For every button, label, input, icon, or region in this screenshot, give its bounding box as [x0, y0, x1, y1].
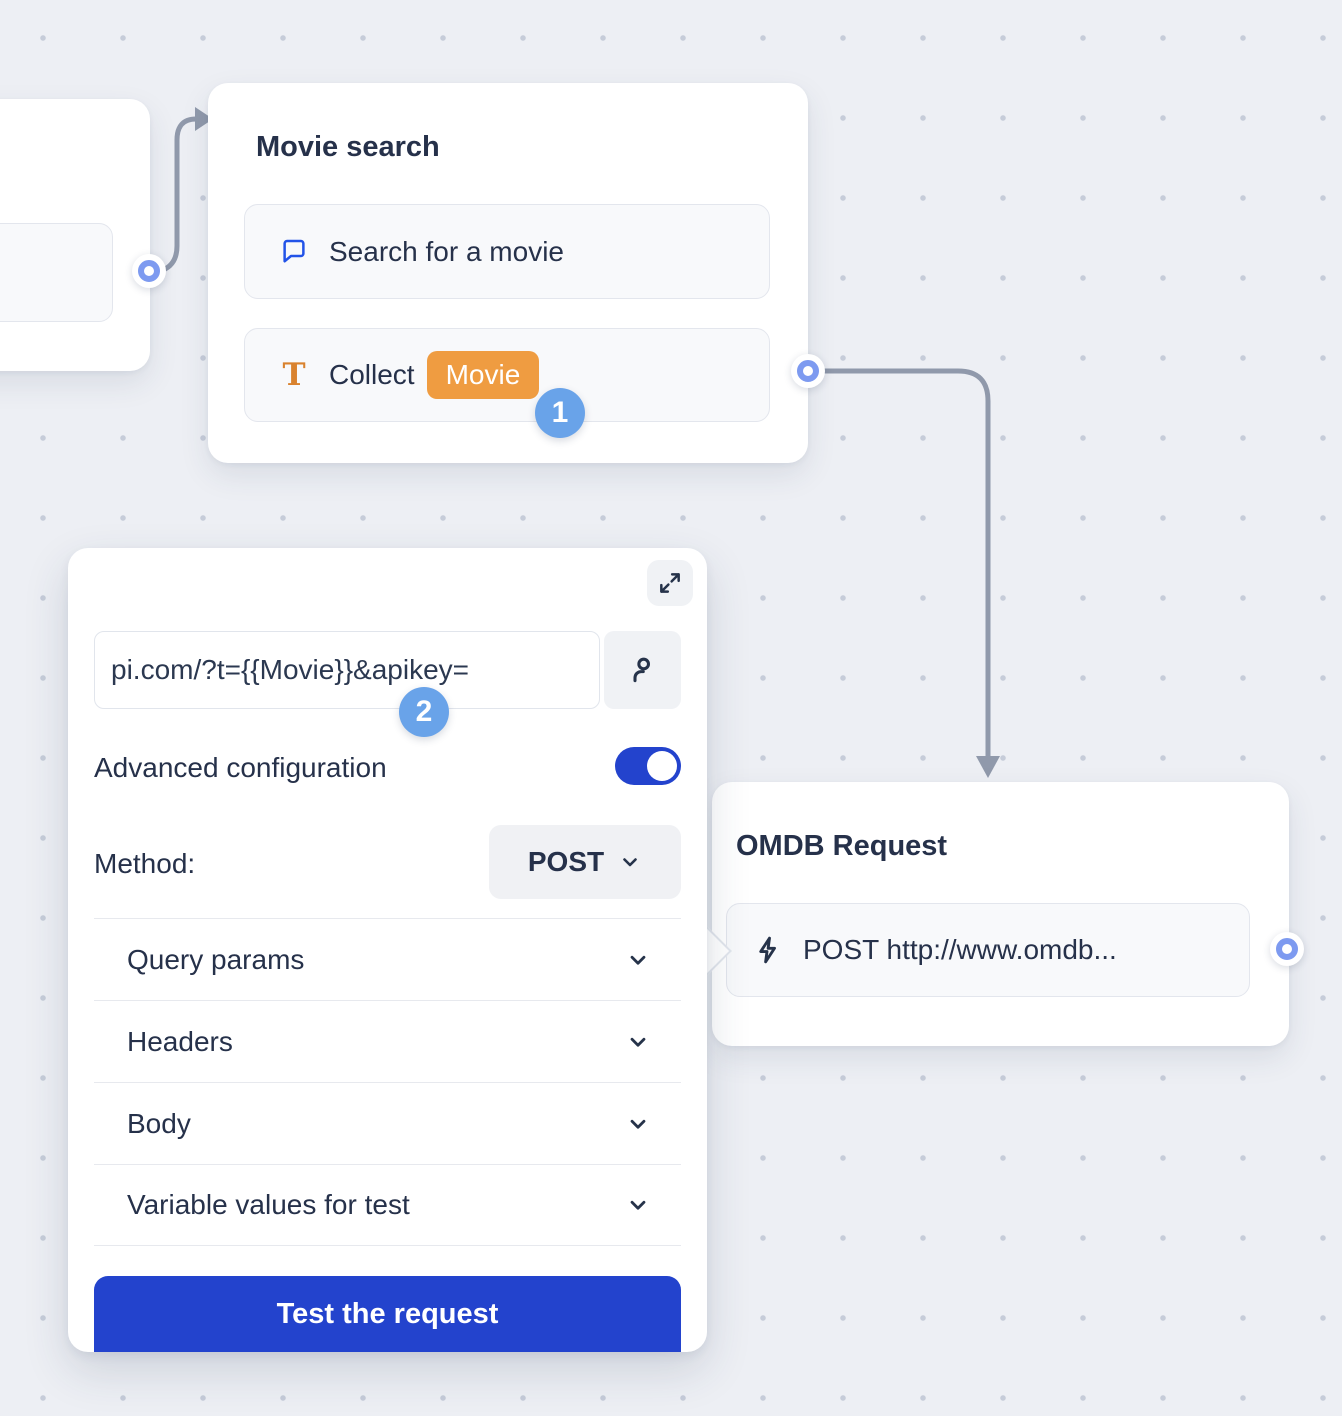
chevron-down-icon: [625, 1192, 651, 1218]
method-dropdown[interactable]: POST: [489, 825, 681, 899]
movie-node-item-collect[interactable]: T Collect Movie: [244, 328, 770, 422]
movie-item-question-label: Search for a movie: [329, 236, 564, 268]
method-label: Method:: [94, 848, 195, 880]
omdb-item-label: POST http://www.omdb...: [803, 934, 1117, 966]
connector-into-movie-node: [163, 119, 199, 270]
toggle-knob: [647, 751, 677, 781]
omdb-request-node-card[interactable]: OMDB Request POST http://www.omdb...: [712, 782, 1289, 1046]
test-request-button[interactable]: Test the request: [94, 1276, 681, 1352]
section-label: Body: [127, 1108, 191, 1140]
movie-item-collect-label: Collect: [329, 359, 415, 391]
section-label: Query params: [127, 944, 304, 976]
omdb-node-title: OMDB Request: [736, 830, 947, 863]
accordion-sections: Query params Headers Body Variable value…: [94, 918, 681, 1246]
expand-button[interactable]: [647, 560, 693, 606]
partial-node-output-port[interactable]: [132, 254, 166, 288]
omdb-node-item-webhook[interactable]: POST http://www.omdb...: [726, 903, 1250, 997]
chevron-down-icon: [625, 1111, 651, 1137]
insert-variable-button[interactable]: [604, 631, 681, 709]
section-body[interactable]: Body: [94, 1082, 681, 1164]
section-label: Variable values for test: [127, 1189, 410, 1221]
advanced-configuration-label: Advanced configuration: [94, 752, 387, 784]
text-icon: T: [277, 360, 311, 391]
method-value: POST: [528, 846, 604, 878]
movie-node-title: Movie search: [256, 131, 440, 164]
advanced-configuration-toggle[interactable]: [615, 747, 681, 785]
lightning-icon: [751, 935, 785, 965]
webhook-config-panel[interactable]: Advanced configuration Method: POST Quer…: [68, 548, 707, 1352]
person-icon: [627, 654, 659, 686]
chevron-down-icon: [625, 1029, 651, 1055]
step-badge-1: 1: [535, 388, 585, 438]
url-input[interactable]: [94, 631, 600, 709]
section-variable-values[interactable]: Variable values for test: [94, 1164, 681, 1246]
port-ring-icon: [1276, 938, 1298, 960]
chevron-down-icon: [625, 947, 651, 973]
section-headers[interactable]: Headers: [94, 1000, 681, 1082]
variable-chip[interactable]: Movie: [427, 351, 540, 399]
chat-bubble-icon: [277, 237, 311, 267]
partial-node-item[interactable]: [0, 223, 113, 322]
partial-node-card[interactable]: [0, 99, 150, 371]
expand-icon: [657, 570, 683, 596]
step-badge-2: 2: [399, 687, 449, 737]
movie-search-node-card[interactable]: Movie search Search for a movie T Collec…: [208, 83, 808, 463]
movie-node-output-port[interactable]: [791, 354, 825, 388]
arrowhead-down-icon: [976, 756, 1000, 778]
connector-movie-to-omdb: [825, 371, 988, 756]
omdb-node-output-port[interactable]: [1270, 932, 1304, 966]
section-label: Headers: [127, 1026, 233, 1058]
port-ring-icon: [138, 260, 160, 282]
section-query-params[interactable]: Query params: [94, 918, 681, 1000]
movie-node-item-question[interactable]: Search for a movie: [244, 204, 770, 299]
port-ring-icon: [797, 360, 819, 382]
chevron-down-icon: [618, 850, 642, 874]
